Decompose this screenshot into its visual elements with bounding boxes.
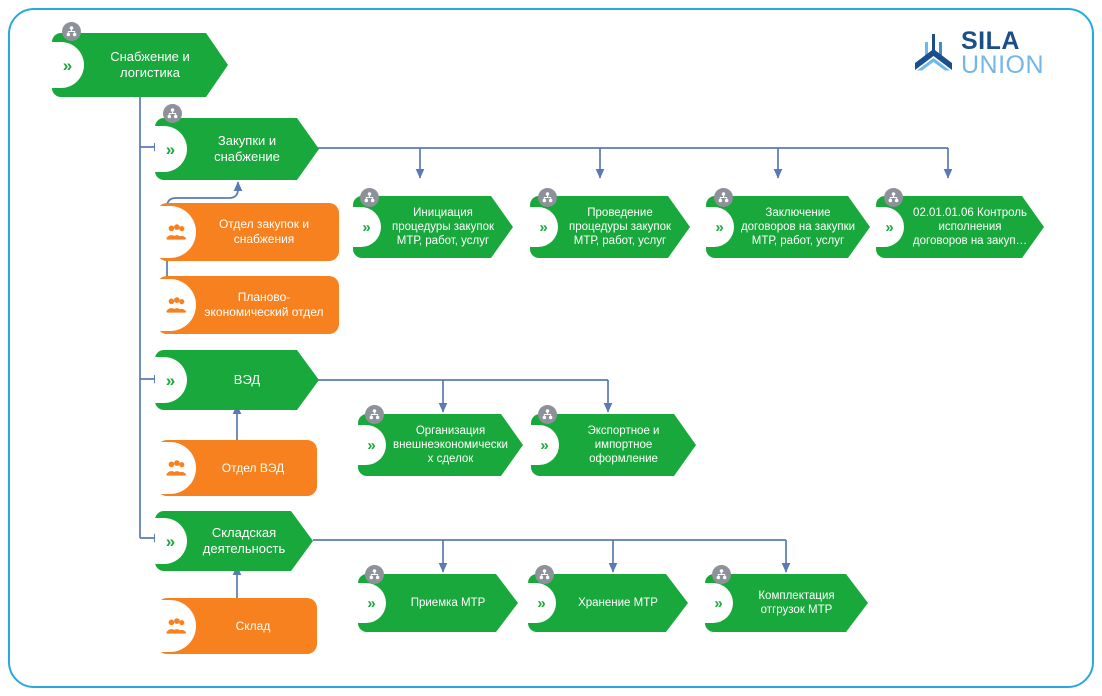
org-unit-node-warehouse[interactable]: Склад	[156, 598, 317, 654]
chevron-notch: »	[357, 583, 386, 623]
process-node-contract-conclusion[interactable]: » Заключение договоров на закупки МТР, р…	[706, 196, 870, 258]
hierarchy-badge-icon	[712, 565, 731, 584]
node-label: Хранение МТР	[578, 596, 658, 609]
process-node-procurement-supply[interactable]: » Закупки и снабжение	[155, 118, 319, 180]
people-group-icon	[156, 600, 196, 652]
node-label: 02.01.01.06 Контроль исполнения договоро…	[912, 206, 1028, 247]
node-label: Складская деятельность	[202, 525, 286, 556]
node-label: Организация внешнеэкономически х сделок	[393, 424, 508, 465]
node-label: ВЭД	[233, 372, 261, 388]
chevron-notch: »	[352, 207, 381, 247]
node-label: Инициация процедуры закупок МТР, работ, …	[391, 206, 495, 247]
org-unit-node-ved-department[interactable]: Отдел ВЭД	[156, 440, 317, 496]
hierarchy-badge-icon	[163, 104, 182, 123]
hierarchy-badge-icon	[884, 188, 903, 207]
logo-line-sila: SILA	[961, 26, 1020, 55]
hierarchy-badge-icon	[62, 22, 81, 41]
node-label: Экспортное и импортное оформление	[587, 424, 660, 465]
node-label: Склад	[235, 618, 271, 633]
hierarchy-badge-icon	[535, 565, 554, 584]
hierarchy-badge-icon	[538, 405, 557, 424]
hierarchy-badge-icon	[714, 188, 733, 207]
people-group-icon	[156, 442, 196, 494]
process-node-foreign-trade-deals[interactable]: » Организация внешнеэкономически х сдело…	[358, 414, 523, 476]
logo-line-union: UNION	[961, 51, 1045, 79]
node-label: Проведение процедуры закупок МТР, работ,…	[568, 206, 672, 247]
node-label: Отдел закупок и снабжения	[218, 217, 310, 246]
process-node-contract-execution-control[interactable]: » 02.01.01.06 Контроль исполнения догово…	[876, 196, 1044, 258]
chevron-notch: »	[705, 207, 734, 247]
process-node-export-import-clearance[interactable]: » Экспортное и импортное оформление	[531, 414, 696, 476]
hierarchy-badge-icon	[360, 188, 379, 207]
people-group-icon	[156, 279, 196, 331]
org-unit-node-planning-economics-department[interactable]: Планово- экономический отдел	[156, 276, 339, 334]
chevron-notch: »	[704, 583, 733, 623]
process-node-goods-receipt[interactable]: » Приемка МТР	[358, 574, 518, 632]
node-label: Снабжение и логистика	[110, 49, 190, 80]
node-label: Отдел ВЭД	[221, 460, 285, 475]
process-node-shipment-picking[interactable]: » Комплектация отгрузок МТР	[705, 574, 868, 632]
hierarchy-badge-icon	[365, 565, 384, 584]
process-node-storage[interactable]: » Хранение МТР	[528, 574, 688, 632]
sila-union-logo: SILA UNION	[912, 28, 1044, 78]
node-label: Заключение договоров на закупки МТР, раб…	[740, 206, 856, 247]
node-label: Приемка МТР	[410, 596, 486, 609]
process-node-conducting-procurement[interactable]: » Проведение процедуры закупок МТР, рабо…	[530, 196, 690, 258]
logo-wordmark: SILA UNION	[961, 26, 1045, 79]
node-label: Закупки и снабжение	[214, 133, 280, 164]
process-node-supply-logistics[interactable]: » Снабжение и логистика	[52, 33, 228, 97]
node-label: Комплектация отгрузок МТР	[758, 589, 835, 616]
process-node-warehouse-activity[interactable]: » Складская деятельность	[155, 511, 313, 571]
hierarchy-badge-icon	[365, 405, 384, 424]
process-node-initiation-procurement[interactable]: » Инициация процедуры закупок МТР, работ…	[353, 196, 513, 258]
process-node-ved[interactable]: » ВЭД	[155, 350, 319, 410]
org-unit-node-procurement-department[interactable]: Отдел закупок и снабжения	[156, 203, 339, 261]
node-label: Планово- экономический отдел	[204, 290, 324, 319]
hierarchy-badge-icon	[538, 188, 557, 207]
sila-union-arrow-mark-icon	[912, 32, 954, 74]
